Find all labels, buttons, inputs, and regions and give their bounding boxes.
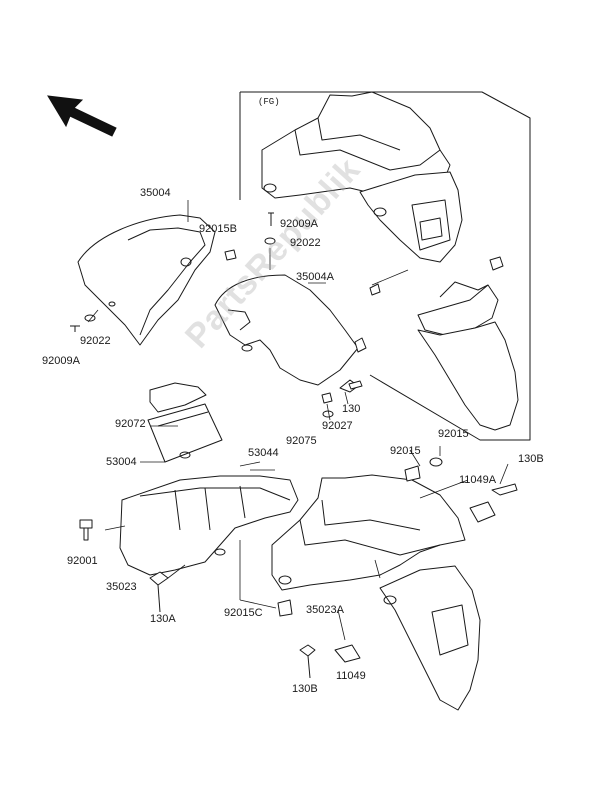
front-direction-arrow-icon (47, 95, 117, 137)
part-label-11049a: 11049A (459, 474, 497, 486)
part-label-130b-right: 130B (518, 453, 544, 465)
part-label-130b-bottom: 130B (292, 683, 318, 695)
rear-fender-35023a (271, 457, 518, 711)
part-label-130: 130 (342, 403, 361, 415)
part-label-92022-top: 92022 (290, 237, 321, 249)
part-label-92022-left: 92022 (80, 335, 111, 347)
front-fender-35004 (77, 200, 276, 346)
part-label-53004: 53004 (106, 456, 137, 468)
part-label-92015-right: 92015 (438, 428, 469, 440)
part-label-92015c: 92015C (224, 607, 263, 619)
hardware-center (321, 379, 363, 418)
part-label-35004a: 35004A (296, 271, 334, 283)
part-label-92072: 92072 (115, 418, 146, 430)
part-label-92027: 92027 (322, 420, 353, 432)
part-label-35004: 35004 (140, 187, 171, 199)
leader-lines (104, 391, 509, 641)
strap-92072-cover-53004 (147, 382, 223, 463)
part-label-11049: 11049 (336, 670, 366, 682)
inset-frame (239, 91, 531, 441)
part-label-92015b: 92015B (199, 223, 237, 235)
part-label-35023: 35023 (106, 581, 137, 593)
part-label-92075: 92075 (286, 435, 317, 447)
part-label-92009a-top: 92009A (280, 218, 318, 230)
part-label-130a: 130A (150, 613, 176, 625)
inset-rear-flap (369, 256, 519, 431)
part-label-92015-center: 92015 (390, 445, 421, 457)
inset-rear-tray (261, 91, 463, 263)
part-label-92001: 92001 (67, 555, 98, 567)
part-label-53044: 53044 (248, 447, 279, 459)
inner-fender-35004a (70, 248, 367, 386)
inset-label-fg: (FG) (258, 97, 280, 107)
part-label-35023a: 35023A (306, 604, 344, 616)
battery-case-35023 (79, 469, 299, 613)
part-label-92009a-left: 92009A (42, 355, 80, 367)
